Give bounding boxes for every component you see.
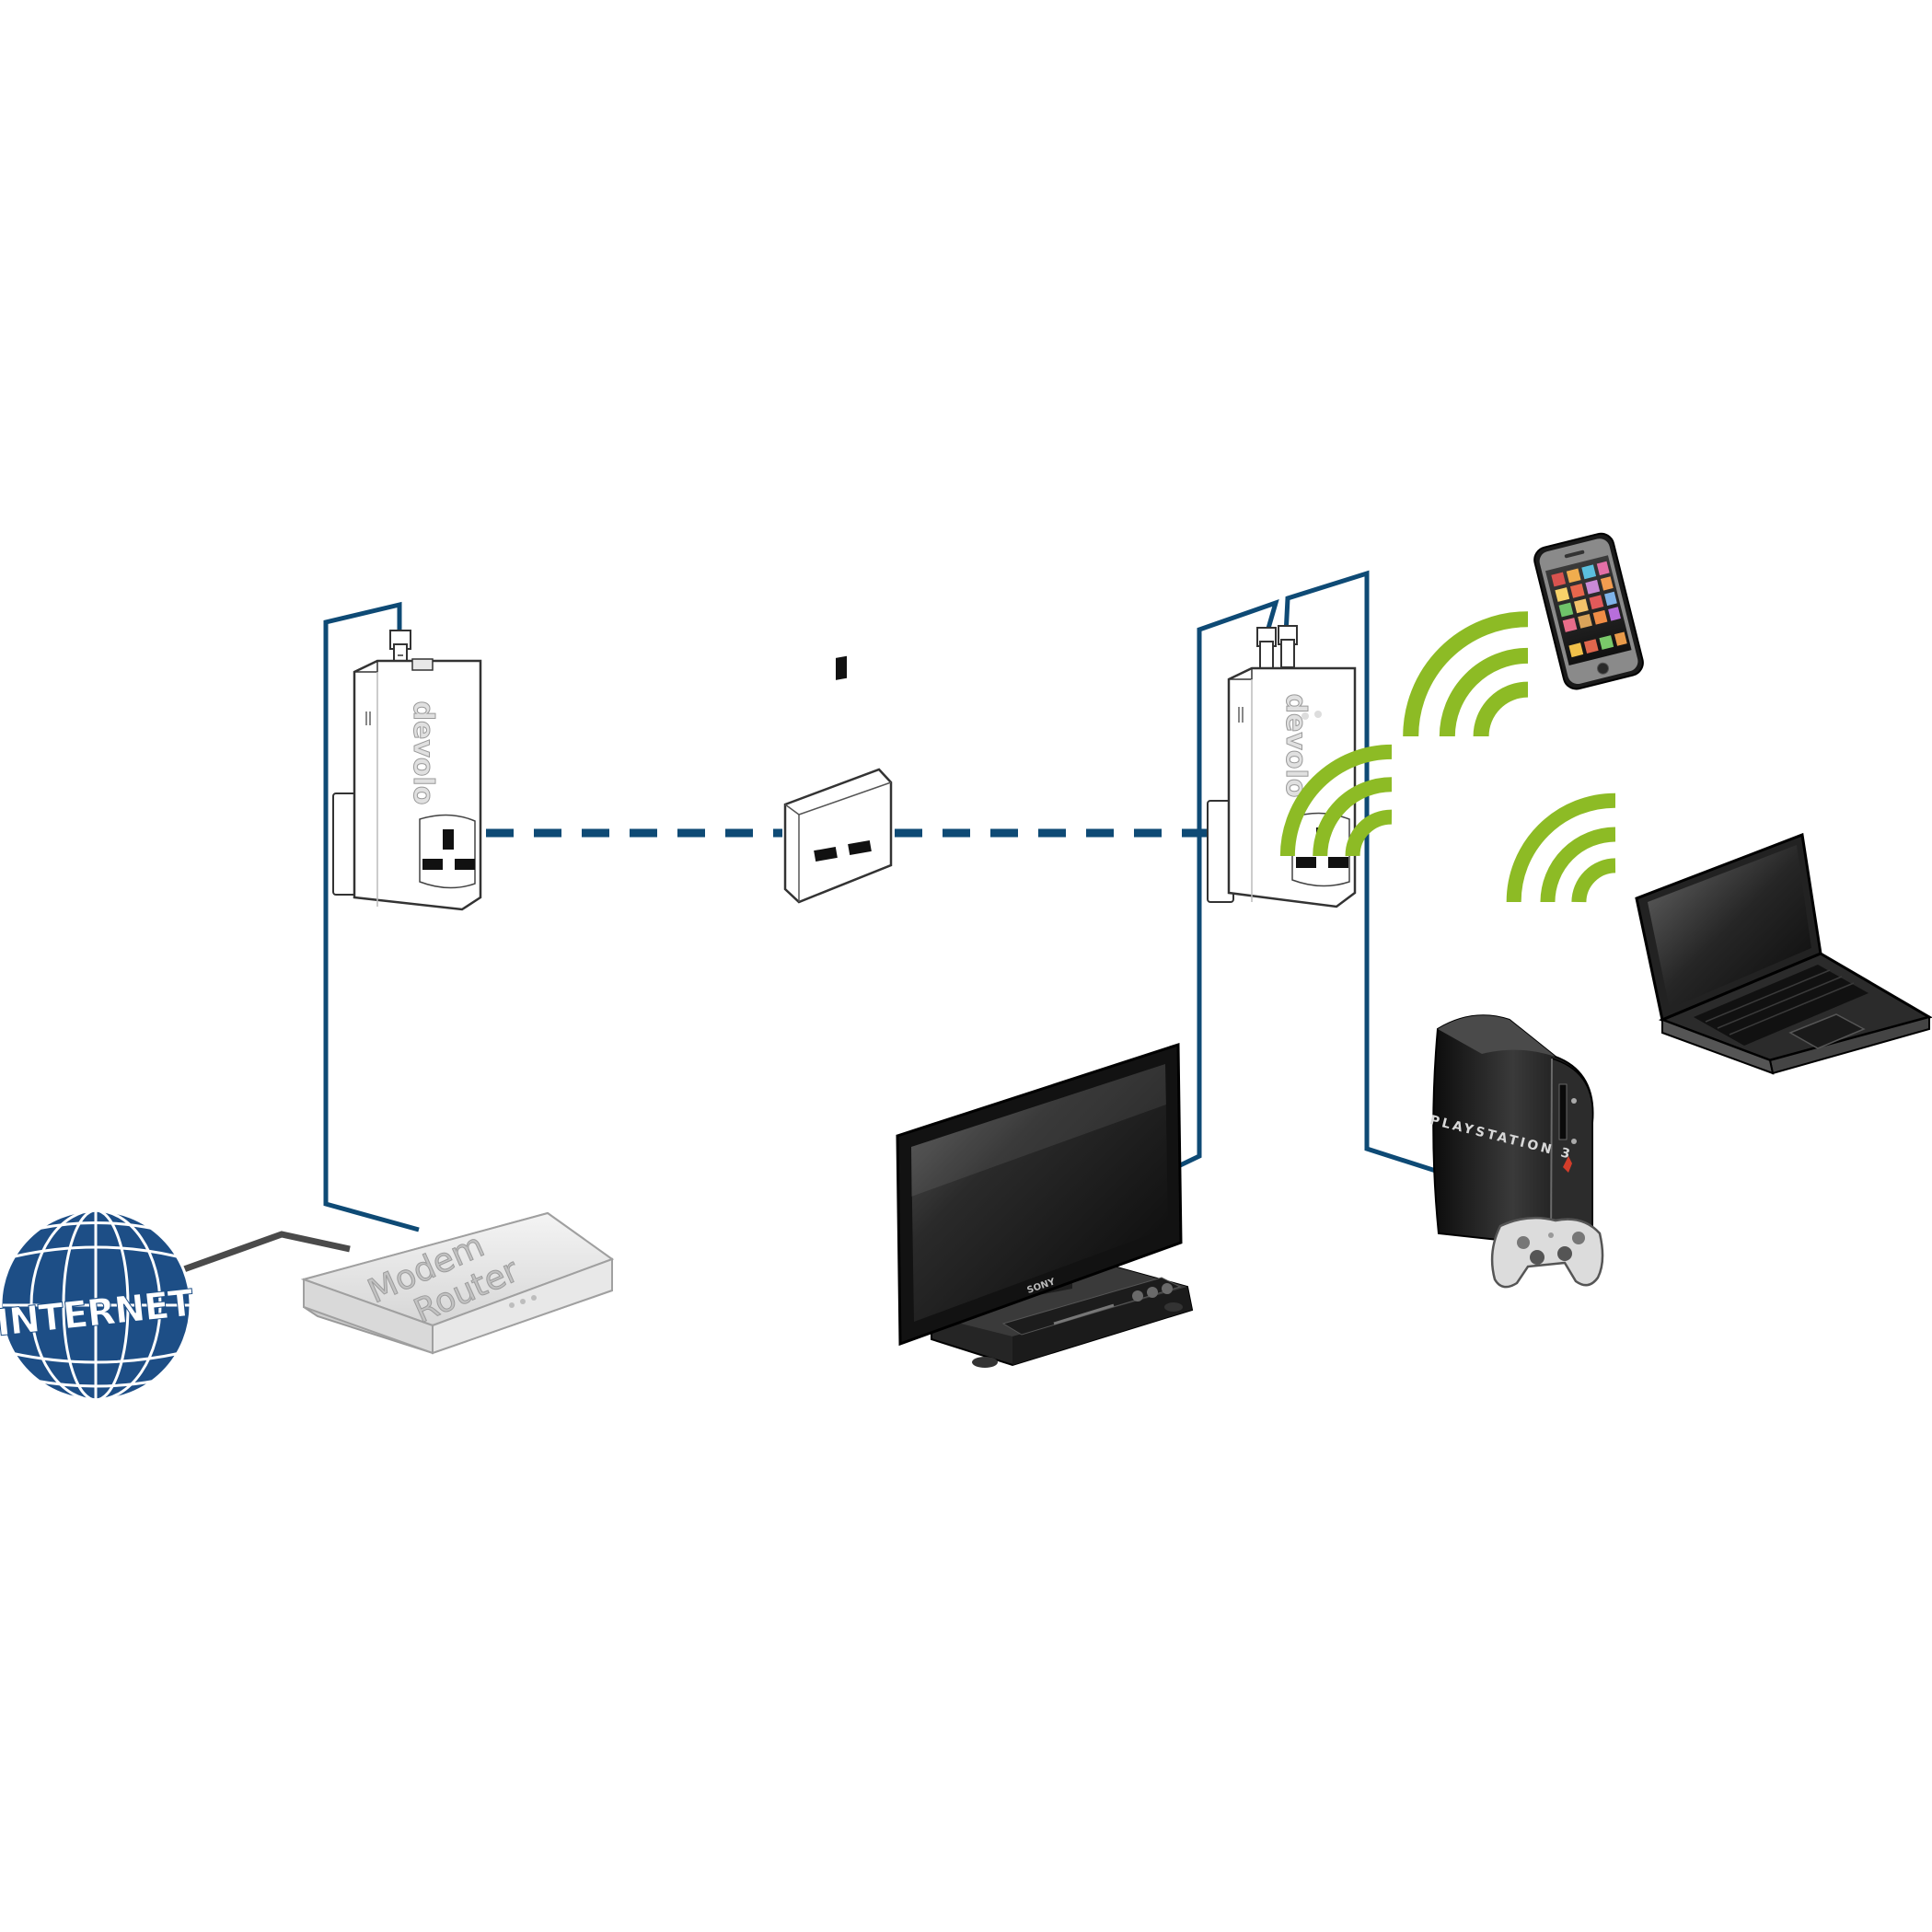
ethernet-plug-icon	[1256, 627, 1277, 670]
dvd-player	[1001, 1277, 1182, 1336]
television: SONY	[896, 1042, 1194, 1368]
ethernet-plug-icon	[1278, 625, 1298, 668]
laptop	[1635, 832, 1932, 1075]
powerline-adapter-right: devolo	[1207, 625, 1357, 908]
cable-adapter-right-to-tv	[1174, 599, 1279, 1170]
cable-adapter-left-to-router	[323, 601, 420, 1232]
adapter-brand-right: devolo	[1279, 694, 1312, 798]
game-console: PLAYSTATION 3	[1429, 1014, 1604, 1289]
uk-socket-icon	[814, 655, 872, 862]
modem-router: Modem Router	[300, 1211, 615, 1355]
wifi-icon	[1506, 792, 1616, 903]
game-controller-icon	[1490, 1216, 1604, 1289]
smartphone	[1533, 532, 1644, 690]
cable-adapter-right-to-console	[1283, 570, 1440, 1174]
wifi-icon	[1403, 611, 1529, 737]
wifi-icon	[1279, 744, 1393, 857]
app-grid	[1551, 561, 1627, 658]
internet-globe-icon: INTERNET	[0, 1209, 197, 1402]
adapter-brand-left: devolo	[407, 701, 439, 805]
cable-router-to-internet	[179, 1231, 351, 1274]
wall-socket	[783, 655, 893, 904]
wifi-signals	[1279, 611, 1616, 903]
ethernet-cables	[323, 570, 1440, 1232]
uk-socket-icon	[419, 814, 476, 889]
powerline-adapter-left: devolo	[332, 630, 482, 911]
